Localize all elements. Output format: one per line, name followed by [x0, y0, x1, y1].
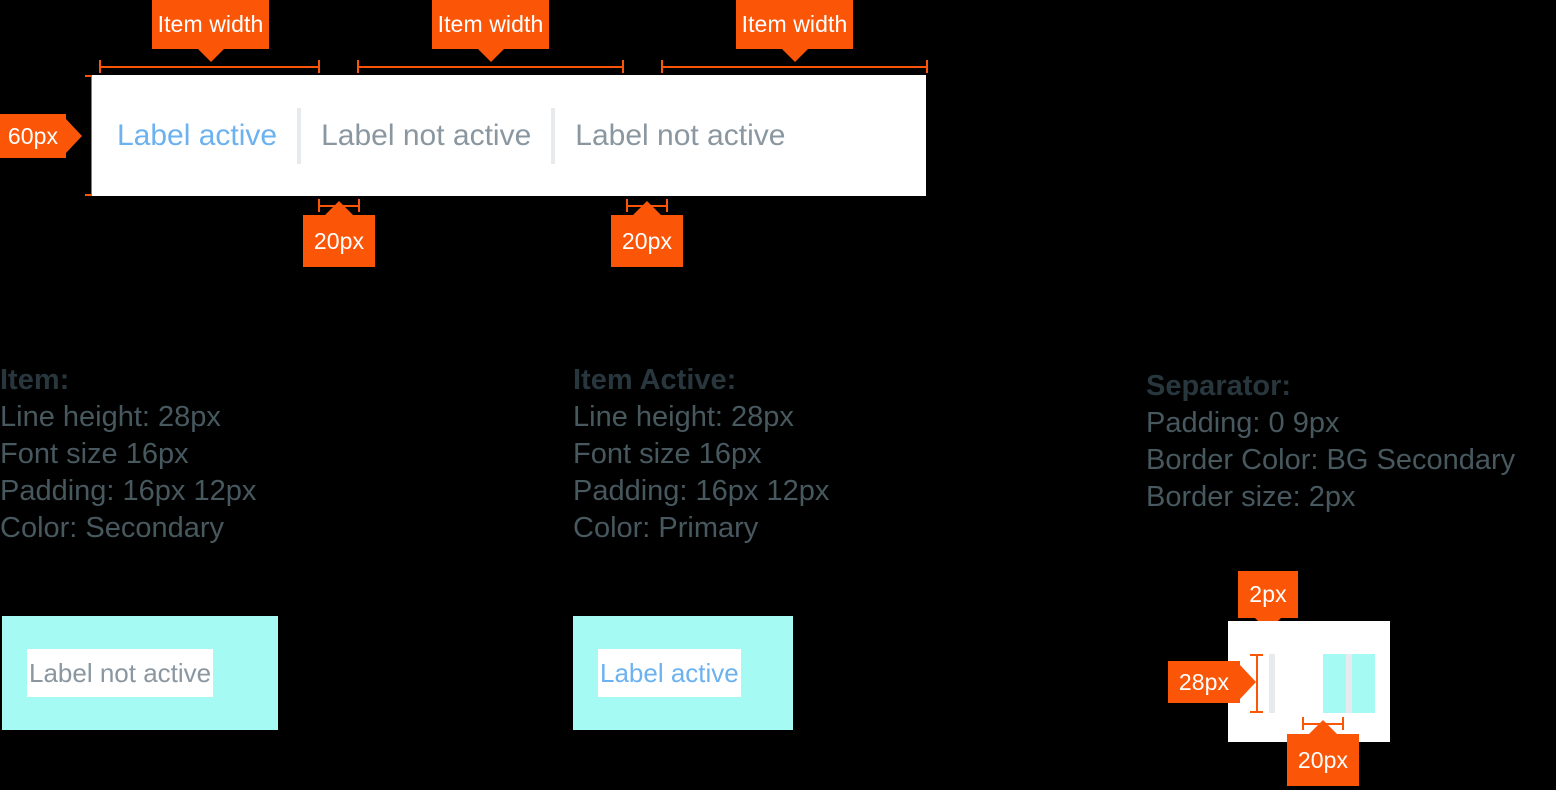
callout-gap-20-b: 20px	[611, 215, 683, 267]
measure-cap-left	[1302, 717, 1304, 730]
tab-item-2[interactable]: Label not active	[321, 118, 532, 152]
separator-border-core	[1346, 654, 1352, 713]
spec-item-active-line-3: Padding: 16px 12px	[573, 475, 830, 507]
measure-bar	[661, 66, 928, 68]
measure-cap-top	[85, 75, 98, 77]
measure-cap-left	[318, 199, 320, 212]
measure-cap-right	[318, 60, 320, 73]
measure-cap-bottom	[1250, 711, 1263, 713]
spec-separator-line-3: Border size: 2px	[1146, 481, 1356, 513]
callout-label: 60px	[7, 122, 59, 149]
measure-bar	[357, 66, 624, 68]
separator-border-sample	[1269, 654, 1275, 713]
spec-separator-line-1: Padding: 0 9px	[1146, 407, 1340, 439]
tab-separator-2	[551, 107, 556, 164]
swatch-inactive-text: Label not active	[27, 649, 214, 697]
callout-label: 20px	[1297, 746, 1349, 773]
callout-height-60: 60px	[0, 114, 66, 158]
callout-label: Item width	[437, 11, 544, 37]
measure-bar	[99, 66, 320, 68]
spec-separator: Separator: Padding: 0 9px Border Color: …	[1146, 368, 1515, 516]
spec-item-active-line-2: Font size 16px	[573, 438, 762, 470]
measure-item-width-1	[99, 60, 320, 73]
measure-cap-left	[99, 60, 101, 73]
spec-item-line-1: Line height: 28px	[0, 401, 221, 433]
tab-item-active[interactable]: Label active	[92, 118, 278, 152]
measure-separator-height	[1250, 654, 1263, 713]
measure-item-width-3	[661, 60, 928, 73]
callout-item-width-2: Item width	[432, 0, 549, 49]
callout-label: 28px	[1178, 668, 1230, 695]
measure-cap-left	[626, 199, 628, 212]
callout-height-28: 28px	[1168, 661, 1240, 703]
callout-label: Item width	[741, 11, 848, 37]
tab-label-inactive-1: Label not active	[321, 118, 532, 152]
spec-item-line-3: Padding: 16px 12px	[0, 475, 257, 507]
tab-label-active: Label active	[117, 118, 278, 152]
callout-label: 20px	[313, 227, 365, 254]
measure-cap-right	[926, 60, 928, 73]
spec-item-active-title: Item Active:	[573, 364, 737, 396]
tab-bar: Label active Label not active Label not …	[92, 75, 926, 196]
measure-cap-right	[358, 199, 360, 212]
callout-label: Item width	[157, 11, 264, 37]
spec-item-active: Item Active: Line height: 28px Font size…	[573, 362, 829, 547]
callout-label: 2px	[1249, 581, 1287, 607]
swatch-label-active: Label active	[573, 616, 793, 730]
tab-label-inactive-2: Label not active	[575, 118, 786, 152]
measure-cap-right	[666, 199, 668, 212]
callout-item-width-3: Item width	[736, 0, 853, 49]
measure-cap-bottom	[85, 194, 98, 196]
callout-item-width-1: Item width	[152, 0, 269, 49]
measure-cap-top	[1250, 654, 1263, 656]
spec-item-active-line-4: Color: Primary	[573, 512, 759, 544]
measure-cap-right	[1342, 717, 1344, 730]
spec-item: Item: Line height: 28px Font size 16px P…	[0, 362, 256, 547]
swatch-active-text: Label active	[598, 649, 741, 697]
separator-padding-left	[1323, 654, 1346, 713]
callout-border-2px: 2px	[1238, 571, 1298, 618]
callout-width-20: 20px	[1287, 734, 1359, 786]
measure-item-width-2	[357, 60, 624, 73]
spec-item-active-line-1: Line height: 28px	[573, 401, 794, 433]
callout-gap-20-a: 20px	[303, 215, 375, 267]
spec-separator-line-2: Border Color: BG Secondary	[1146, 444, 1516, 476]
spec-item-title: Item:	[0, 364, 70, 396]
tab-separator-1	[297, 107, 302, 164]
measure-bar	[1256, 654, 1258, 713]
tab-item-3[interactable]: Label not active	[575, 118, 786, 152]
spec-item-line-2: Font size 16px	[0, 438, 189, 470]
measure-cap-right	[622, 60, 624, 73]
separator-padding-right	[1352, 654, 1375, 713]
spec-separator-title: Separator:	[1146, 370, 1292, 402]
callout-label: 20px	[621, 227, 673, 254]
swatch-label-inactive: Label not active	[2, 616, 278, 730]
measure-cap-left	[661, 60, 663, 73]
spec-item-line-4: Color: Secondary	[0, 512, 225, 544]
measure-cap-left	[357, 60, 359, 73]
